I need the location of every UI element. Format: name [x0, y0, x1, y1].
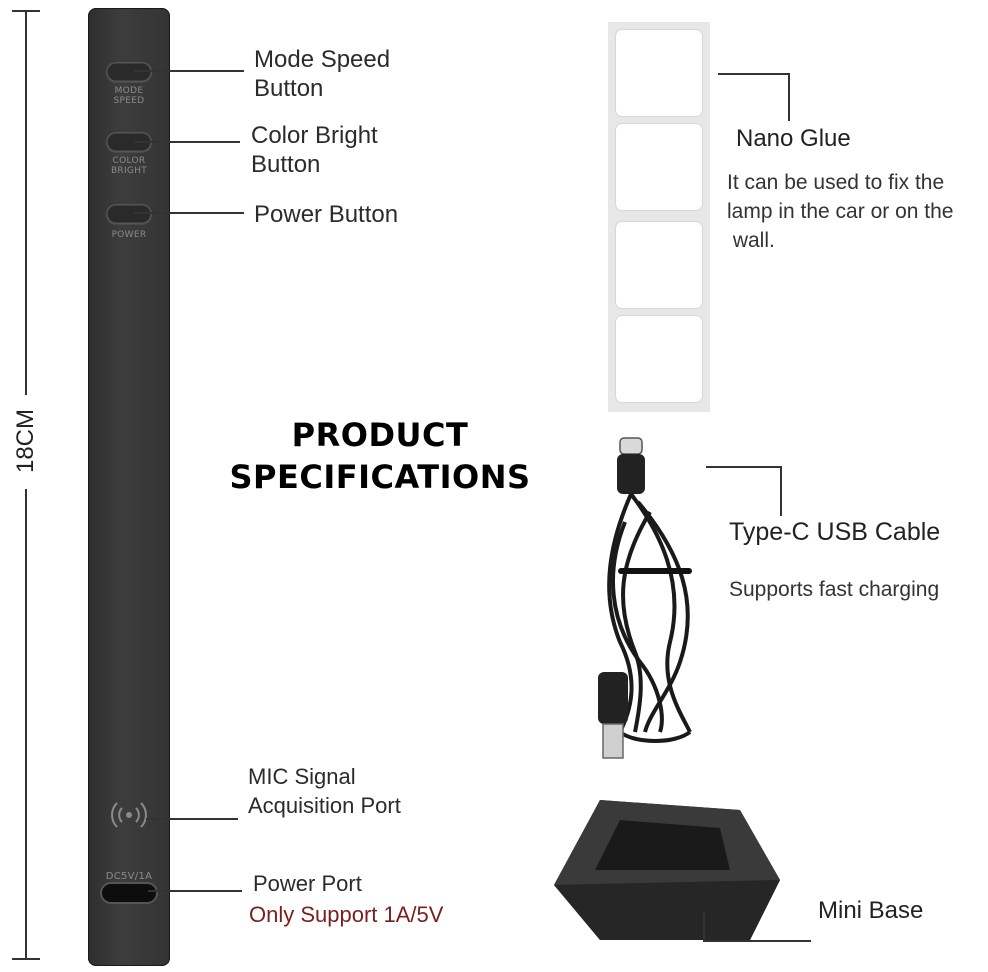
dimension-label: 18CM	[12, 408, 39, 474]
page-title: PRODUCT SPECIFICATIONS	[200, 414, 560, 498]
mic-signal-icon	[111, 802, 147, 828]
mini-base-label: Mini Base	[818, 897, 924, 924]
callout-line: Button	[254, 75, 324, 102]
nano-glue-strip	[608, 22, 710, 412]
power-engraving: POWER	[96, 230, 162, 240]
leader-base-v	[703, 912, 705, 942]
callout-line: Mode Speed	[254, 46, 391, 73]
glue-pad	[616, 30, 702, 116]
glue-pad	[616, 316, 702, 402]
leader-usb-v	[780, 466, 782, 516]
callout-mode-speed: Mode Speed Button	[254, 45, 390, 103]
description-line: wall.	[727, 229, 775, 252]
callout-mic: MIC Signal Acquisition Port	[248, 762, 401, 820]
description-line: lamp in the car or on the	[727, 200, 954, 223]
usb-cable-description: Supports fast charging	[729, 578, 940, 601]
leader-nano-glue-v	[788, 73, 790, 121]
power-port-slot[interactable]	[102, 884, 156, 902]
mini-base-illustration	[554, 800, 780, 940]
lamp-bar: MODE SPEED COLOR BRIGHT POWER DC5V/1A	[88, 8, 170, 966]
engraving-line: COLOR	[112, 156, 146, 166]
mode-speed-button[interactable]	[106, 62, 152, 82]
leader-usb-h	[706, 466, 782, 468]
description-line: It can be used to fix the	[727, 171, 945, 194]
callout-color-bright: Color Bright Button	[251, 121, 378, 179]
engraving-line: POWER	[111, 230, 147, 240]
leader-color-bright	[134, 141, 240, 143]
callout-line: Color Bright	[251, 122, 378, 149]
callout-power-button: Power Button	[254, 201, 399, 228]
dimension-cap-bottom	[12, 958, 40, 960]
leader-mode-speed	[134, 70, 244, 72]
callout-power-port: Power Port	[253, 869, 362, 898]
engraving-line: MODE	[114, 86, 144, 96]
glue-pad	[616, 124, 702, 210]
title-line: PRODUCT	[291, 416, 469, 454]
leader-nano-glue-h	[718, 73, 790, 75]
port-engraving: DC5V/1A	[105, 871, 153, 882]
callout-power-port-note: Only Support 1A/5V	[249, 902, 444, 927]
usb-cable-illustration	[598, 437, 692, 759]
engraving-line: BRIGHT	[110, 166, 148, 176]
glue-pad	[616, 222, 702, 308]
callout-line: Acquisition Port	[248, 793, 401, 818]
dimension-cap-top	[12, 10, 40, 12]
callout-line: Button	[251, 151, 321, 178]
engraving-line: SPEED	[113, 96, 145, 106]
dimension-label-bg	[14, 395, 38, 489]
leader-base-h	[703, 940, 811, 942]
leader-power-port	[148, 890, 242, 892]
mode-speed-engraving: MODE SPEED	[96, 86, 162, 106]
power-button[interactable]	[106, 204, 152, 224]
color-bright-engraving: COLOR BRIGHT	[96, 156, 162, 176]
leader-power	[134, 212, 244, 214]
usb-cable-heading: Type-C USB Cable	[729, 518, 941, 546]
leader-mic	[146, 818, 238, 820]
callout-line: MIC Signal	[248, 764, 356, 789]
title-line: SPECIFICATIONS	[229, 458, 531, 496]
callout-line: Power Port	[253, 871, 362, 896]
color-bright-button[interactable]	[106, 132, 152, 152]
nano-glue-heading: Nano Glue	[736, 125, 851, 152]
nano-glue-description: It can be used to fix the lamp in the ca…	[727, 168, 953, 255]
